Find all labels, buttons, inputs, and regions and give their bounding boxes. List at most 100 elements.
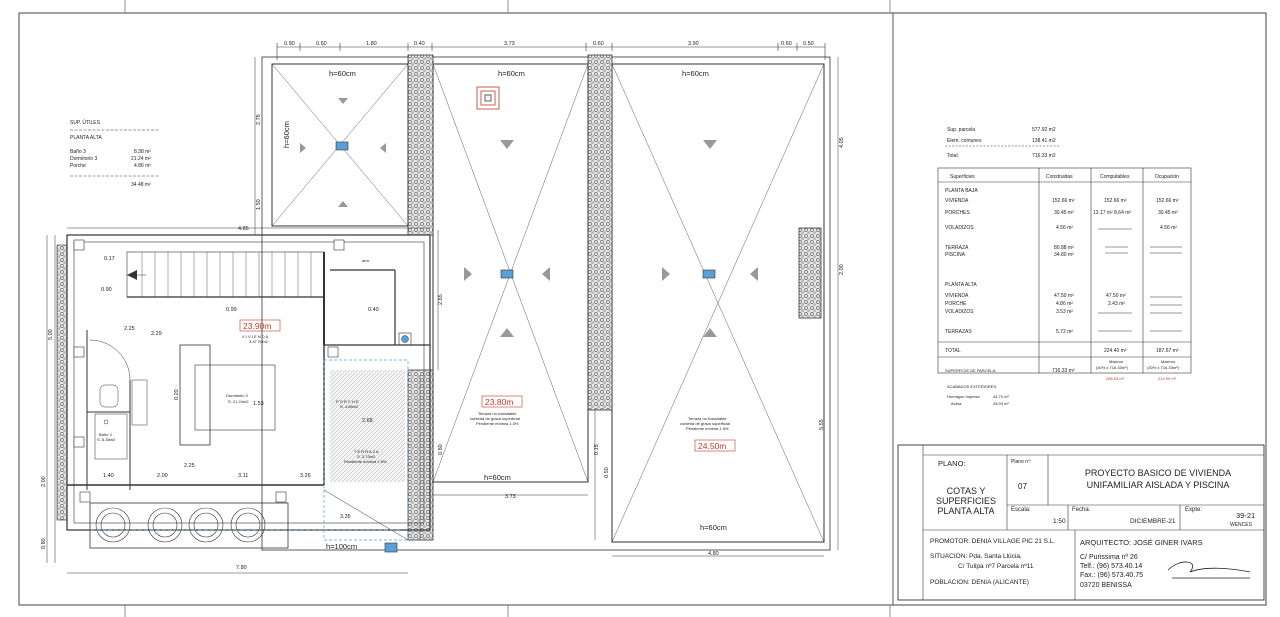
table-cell: 577.92 m2 xyxy=(1032,127,1056,133)
arquitecto: ARQUITECTO: JOSÉ GINER IVARS xyxy=(1080,538,1203,547)
dim-text: 0.17 xyxy=(104,256,115,262)
dim-text: 3.35 xyxy=(340,514,351,520)
dim-text: 7.80 xyxy=(236,565,247,571)
plano-number: 07 xyxy=(1018,482,1027,491)
table-cell: Baño 3 xyxy=(70,149,86,155)
table-cell: 30.45 m² xyxy=(1054,210,1074,216)
room-label: Dormitorio 3 xyxy=(226,393,249,398)
expte-label: Expte: xyxy=(1185,507,1202,513)
roof-note: cubierta de grava superficial xyxy=(470,416,520,421)
fecha-value: DICIEMBRE-21 xyxy=(1130,518,1176,525)
room-note: Pendiente mínima 1.5% xyxy=(344,459,387,464)
project-title: PROYECTO BASICO DE VIVIENDA UNIFAMILIAR … xyxy=(1084,468,1232,490)
table-cell: Total: xyxy=(947,153,959,159)
table-cell: 224.40 m² xyxy=(1104,348,1127,354)
roof-height-label: h=60cm xyxy=(682,69,709,78)
dim-text: 1.50 xyxy=(256,199,262,210)
address-line: Telf.: (96) 573.40.14 xyxy=(1080,563,1142,570)
dim-text: 0.60 xyxy=(316,41,327,47)
table-cell: 286.53 m² xyxy=(1106,376,1125,381)
table-section: PLANTA BAJA xyxy=(945,188,978,194)
dim-text: 3.73 xyxy=(505,494,516,500)
roof-level: 23.80m xyxy=(485,397,513,407)
cartouche: PLANO: Plano nº: 07 Escala: 1:50 Fecha: … xyxy=(930,459,1255,589)
roof-height-label: h=60cm xyxy=(484,473,511,482)
dim-text: 0.50 xyxy=(604,467,610,478)
table-cell: VOLADIZOS xyxy=(945,309,974,315)
dim-text: 1.53 xyxy=(253,401,264,407)
dim-text: 3.11 xyxy=(238,473,248,479)
table-cell: Máximo xyxy=(1109,359,1124,364)
dim-text: 5.00 xyxy=(48,329,54,340)
table-cell: VOLADIZOS xyxy=(945,225,974,231)
room-area: S. 8.38m2 xyxy=(97,437,116,442)
roof-height-label: h=60cm xyxy=(498,69,525,78)
table-cell: PISCINA xyxy=(945,252,966,258)
dim-text: 1.80 xyxy=(366,41,377,47)
address-line: C/ Purissima nº 26 xyxy=(1080,554,1138,561)
dim-text: 4.80 xyxy=(708,551,719,557)
sup-utiles-table: SUP. ÚTILES PLANTA ALTA Baño 3 8.38 m² D… xyxy=(70,119,151,188)
roof-level: 24.50m xyxy=(698,441,726,451)
table-cell: TERRAZAS xyxy=(945,329,972,335)
plano-label: PLANO: xyxy=(938,459,966,468)
signature xyxy=(1167,561,1251,579)
table-cell: Elem. comunes xyxy=(947,138,982,144)
situacion: C/ Tulipa nº7 Parcela nº11 xyxy=(958,563,1034,570)
dim-text: 0.90 xyxy=(284,41,295,47)
dim-text: 0.40 xyxy=(368,307,379,313)
roof-height-label: h=100cm xyxy=(326,542,357,551)
roof-note: Pendiente mínima 1.5% xyxy=(686,426,729,431)
superficies-table: Superficies Construidas Computables Ocup… xyxy=(945,174,1179,406)
dim-text: 3.90 xyxy=(688,41,699,47)
plano-n-label: Plano nº: xyxy=(1011,459,1031,465)
dim-text: 2.29 xyxy=(151,331,162,337)
table-cell: 4.56 m² xyxy=(1056,225,1073,231)
dim-text: 0.20 xyxy=(174,389,180,400)
table-cell: 152.66 m² xyxy=(1052,198,1075,204)
table-cell: 716.33 m² xyxy=(1052,368,1075,374)
table-cell: 152.66 m² xyxy=(1104,198,1127,204)
room-label: T E R R A Z A xyxy=(354,449,379,454)
table-cell: VIVIENDA xyxy=(945,198,969,204)
dim-text: 2.00 xyxy=(41,476,47,487)
table-total: 34.48 m² xyxy=(131,182,151,188)
situacion: SITUACION: Pda. Santa Llúcia, xyxy=(930,553,1022,560)
dim-text: 3.73 xyxy=(504,41,515,47)
table-cell: Porche xyxy=(70,163,86,169)
table-header: Computables xyxy=(1100,174,1130,180)
table-cell: 13.17 m² 8.64 m² xyxy=(1093,210,1131,216)
table-cell: 47.50 m² xyxy=(1106,293,1126,299)
roof-note: Terraza no transitable xyxy=(688,416,727,421)
table-cell: 152.66 m² xyxy=(1156,198,1179,204)
room-label: arm. xyxy=(362,258,370,263)
table-cell: 138.41 m2 xyxy=(1032,138,1056,144)
dim-text: 2.00 xyxy=(157,473,168,479)
table-cell: Máximo xyxy=(1161,359,1176,364)
table-cell: TOTAL xyxy=(945,348,961,354)
table-cell: (30% x 716.33m²) xyxy=(1147,365,1179,370)
dim-text: 4.85 xyxy=(238,226,249,232)
table-cell: 4.56 m² xyxy=(1160,225,1177,231)
dim-text: 0.50 xyxy=(803,41,814,47)
dim-text: 2.65 xyxy=(438,294,444,305)
plano-name: COTAS Y SUPERFICIES PLANTA ALTA xyxy=(935,486,996,516)
dim-text: 5.55 xyxy=(819,419,825,430)
poblacion: POBLACION: DENIA (ALICANTE) xyxy=(930,579,1029,586)
table-cell: PORCHES xyxy=(945,210,970,216)
table-subtitle: PLANTA ALTA xyxy=(70,135,102,141)
dim-text: 1.40 xyxy=(103,473,114,479)
table-header: Superficies xyxy=(950,174,975,180)
table-cell: 4.86 m² xyxy=(134,163,151,169)
dim-text: 4.05 xyxy=(839,137,845,148)
dim-text: 2.25 xyxy=(124,326,135,332)
table-cell: Hormigon Impreso xyxy=(947,394,981,399)
roof-note: Terraza no transitable xyxy=(478,411,517,416)
table-subtitle: ACABADOS EXTERIORES: xyxy=(947,384,997,389)
dim-text: 0.15 xyxy=(594,444,600,455)
level-label: 23.90m xyxy=(243,321,271,331)
table-cell: 21.24 m² xyxy=(131,156,151,162)
table-cell: 80.88 m² xyxy=(1054,245,1074,251)
table-cell: VIVIENDA xyxy=(945,293,969,299)
